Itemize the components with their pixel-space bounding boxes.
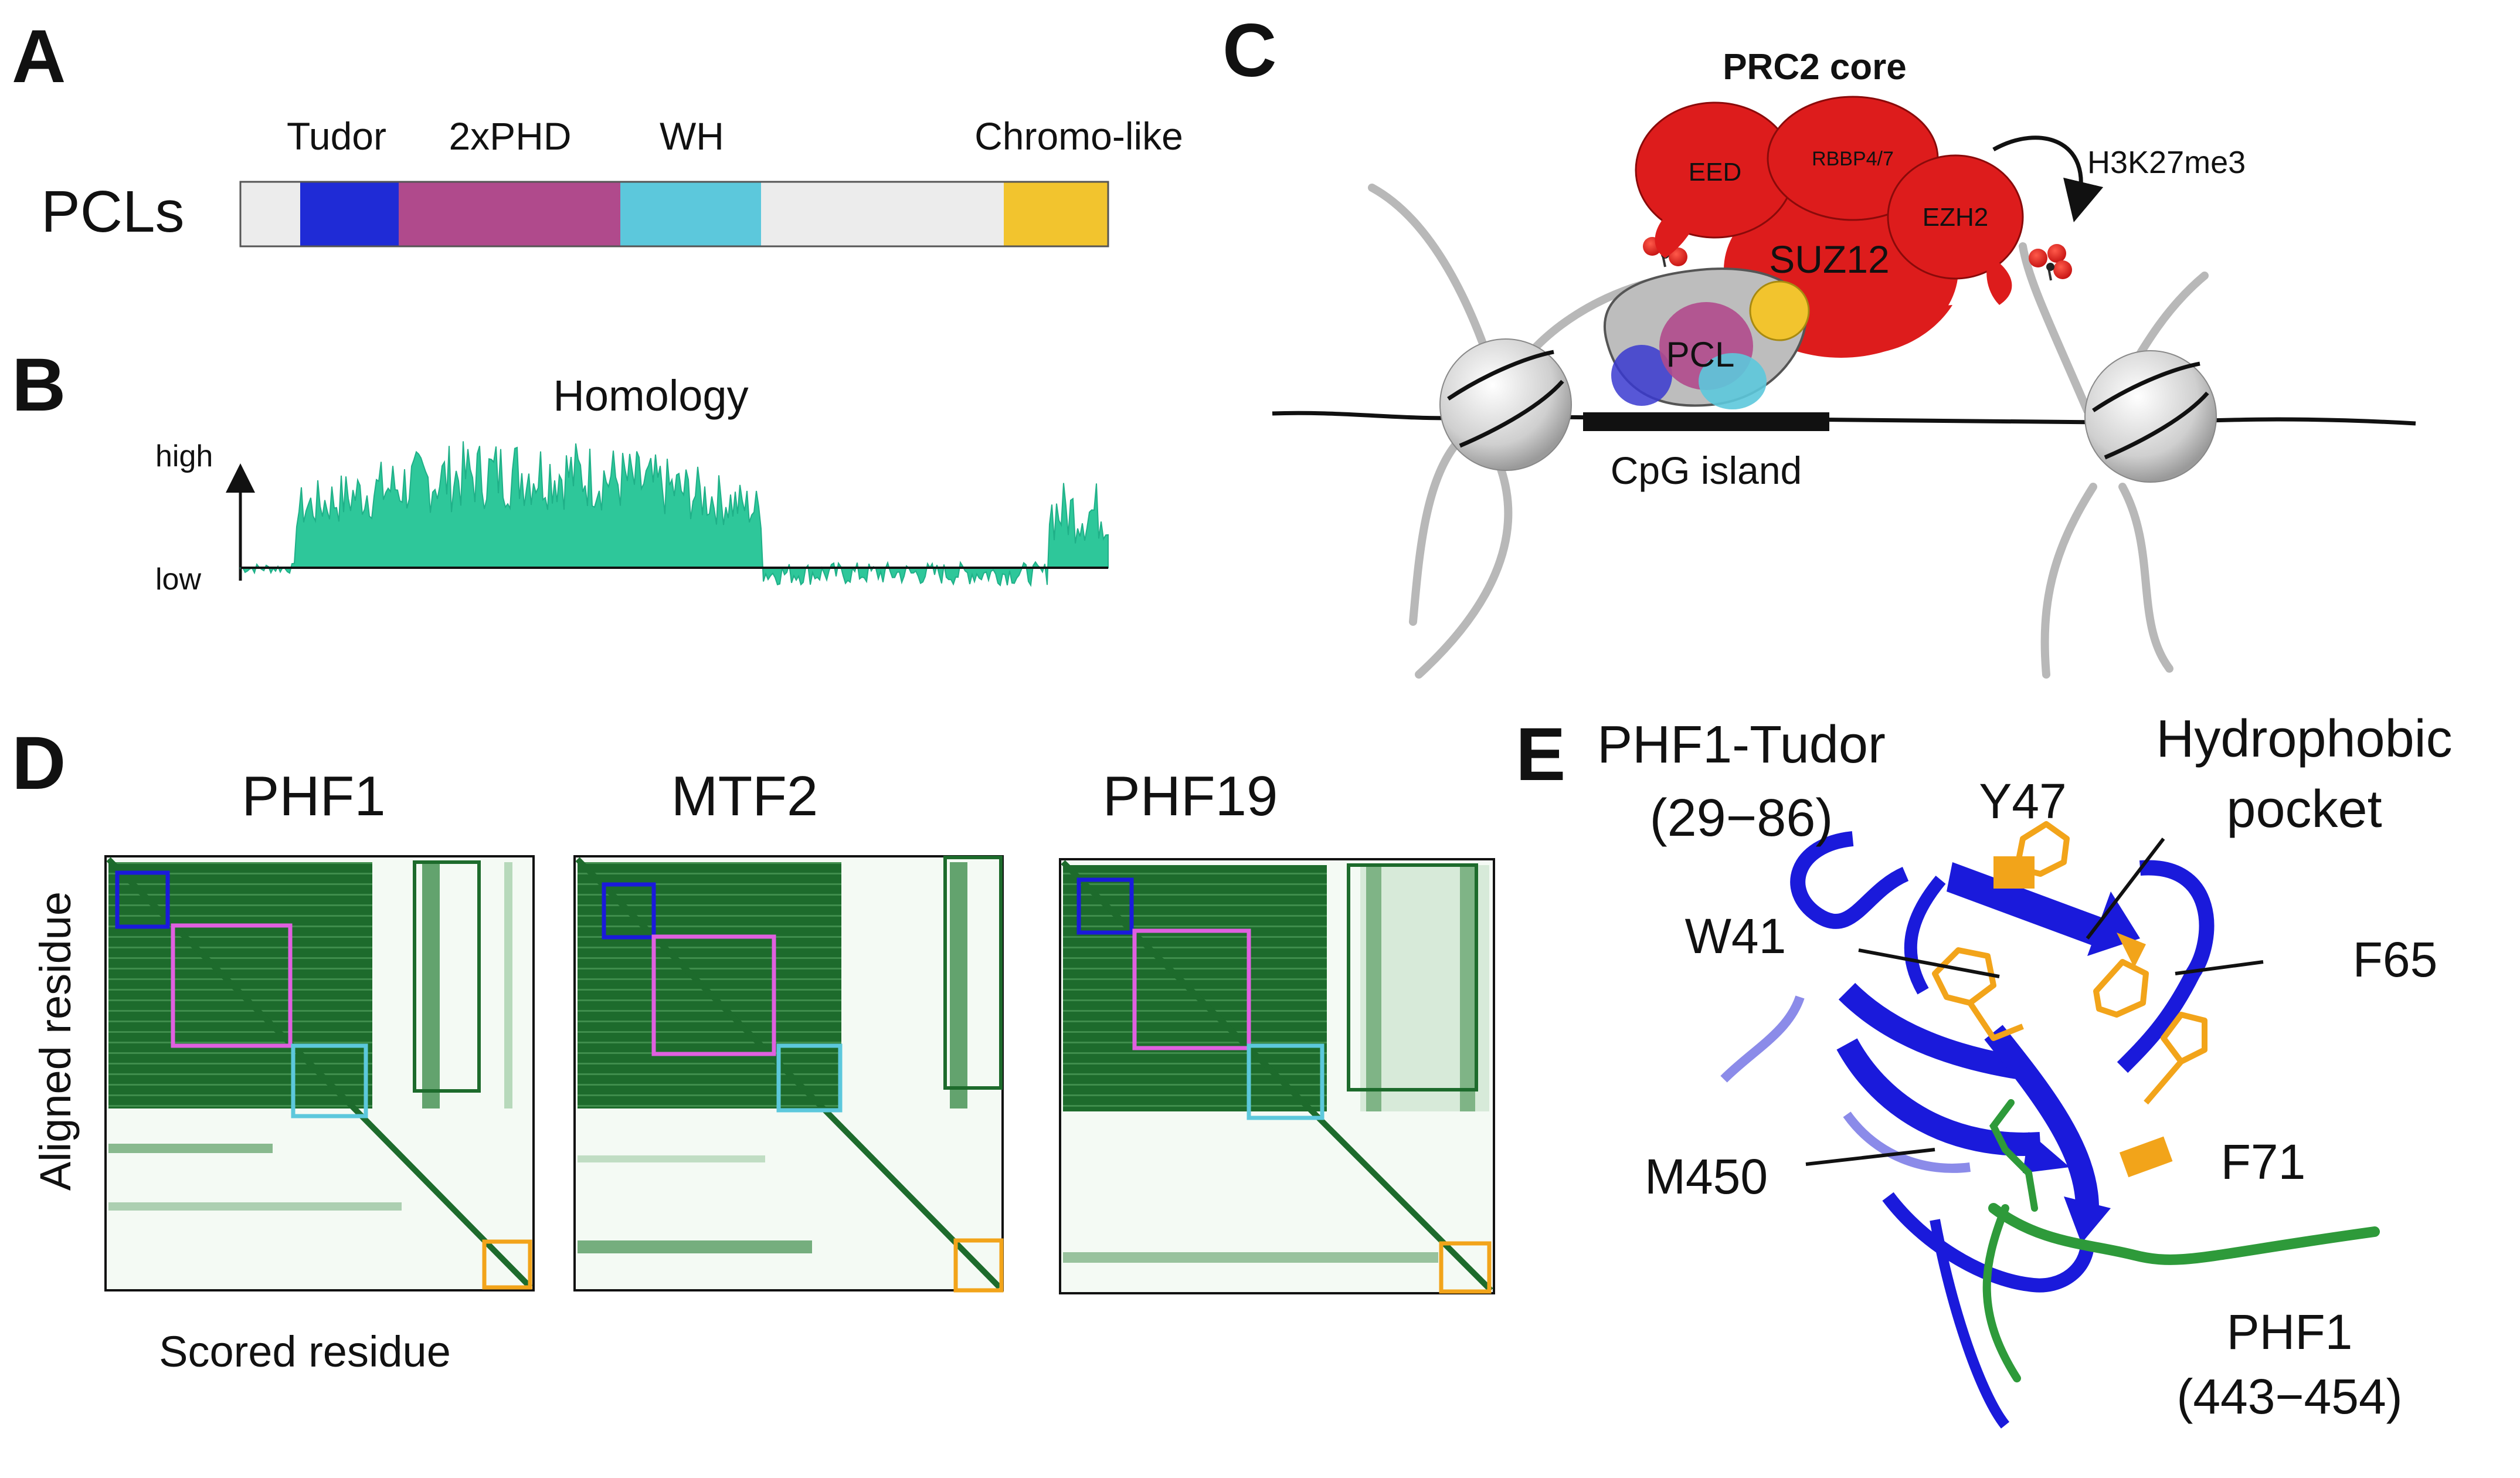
tudor-domain-label: PHF1-Tudor (1597, 716, 1886, 774)
pocket-residues (1932, 821, 2207, 1105)
tudor-label: Tudor (287, 114, 386, 158)
panel-letter-b: B (12, 343, 66, 427)
f65-sidechain (2093, 959, 2149, 1018)
panel-e: E (1516, 710, 2453, 1429)
f65-label: F65 (2353, 932, 2438, 987)
contact-map-mtf2 (573, 855, 1004, 1293)
pocket-label-line2: pocket (2226, 780, 2382, 839)
phd-label: 2xPHD (449, 114, 571, 158)
contact-map-phf19 (1059, 858, 1495, 1294)
homology-trace (240, 441, 1109, 587)
f71-backbone (2119, 1136, 2173, 1178)
f71-label: F71 (2221, 1134, 2306, 1189)
eed-label: EED (1689, 158, 1741, 187)
peptide-range: (443−454) (2176, 1369, 2402, 1424)
wh-domain (620, 182, 761, 246)
aligned-residue-label: Aligned residue (31, 891, 80, 1191)
panel-b: B Homology high low (12, 343, 1109, 596)
nucleosome-right (2084, 350, 2217, 483)
panel-d: D Aligned residue Scored residue PHF1 MT… (12, 721, 1495, 1376)
pcl-label: PCL (1666, 335, 1735, 374)
methyl-mark-right (2029, 244, 2072, 281)
high-label: high (155, 439, 213, 473)
map-title-mtf2: MTF2 (671, 765, 819, 828)
tudor-ribbon (1720, 831, 2215, 1429)
scored-residue-label: Scored residue (159, 1327, 451, 1376)
pcls-label: PCLs (41, 179, 185, 245)
pocket-label-line1: Hydrophobic (2156, 710, 2452, 768)
wh-label: WH (660, 114, 724, 158)
rbbp-label: RBBP4/7 (1812, 148, 1894, 170)
y47-backbone (1993, 856, 2035, 889)
panel-a: A PCLs Tudor 2xPHD WH Chromo-like (12, 15, 1183, 248)
panel-letter-a: A (12, 15, 66, 99)
chromo-label: Chromo-like (974, 114, 1183, 158)
cpg-island-bar (1583, 412, 1829, 431)
panel-letter-d: D (12, 721, 66, 805)
y47-label: Y47 (1979, 774, 2066, 829)
w41-label: W41 (1685, 909, 1787, 964)
phf1-peptide (1982, 1099, 2380, 1382)
peptide-label: PHF1 (2227, 1304, 2353, 1360)
cpg-label: CpG island (1611, 449, 1802, 492)
panel-letter-e: E (1516, 713, 1565, 796)
low-label: low (155, 562, 201, 596)
contact-map-phf1 (104, 855, 535, 1291)
ezh2-label: EZH2 (1923, 203, 1988, 232)
tudor-domain-range: (29−86) (1650, 789, 1833, 848)
label-pointers (1805, 838, 2264, 1166)
methylation-arrow (1992, 135, 2104, 223)
f71-sidechain (2144, 1012, 2207, 1105)
suz12-label: SUZ12 (1769, 238, 1889, 281)
nucleosome-left (1439, 338, 1572, 471)
prc2-label: PRC2 core (1723, 47, 1907, 87)
map-title-phf19: PHF19 (1103, 765, 1278, 828)
phd-domain (399, 182, 620, 246)
pcl-protein (1603, 267, 1810, 409)
panel-letter-c: C (1222, 9, 1276, 93)
domain-bar (239, 181, 1109, 248)
panel-c: C CpG island (1222, 9, 2416, 679)
h3k27me3-label: H3K27me3 (2087, 145, 2246, 180)
tudor-domain (300, 182, 399, 246)
w41-sidechain (1932, 947, 2024, 1041)
y47-sidechain (2014, 821, 2070, 877)
f65-backbone (2117, 933, 2146, 968)
chromo-domain (1004, 182, 1108, 246)
homology-title: Homology (553, 371, 748, 420)
m450-label: M450 (1645, 1149, 1768, 1204)
map-title-phf1: PHF1 (242, 765, 385, 828)
